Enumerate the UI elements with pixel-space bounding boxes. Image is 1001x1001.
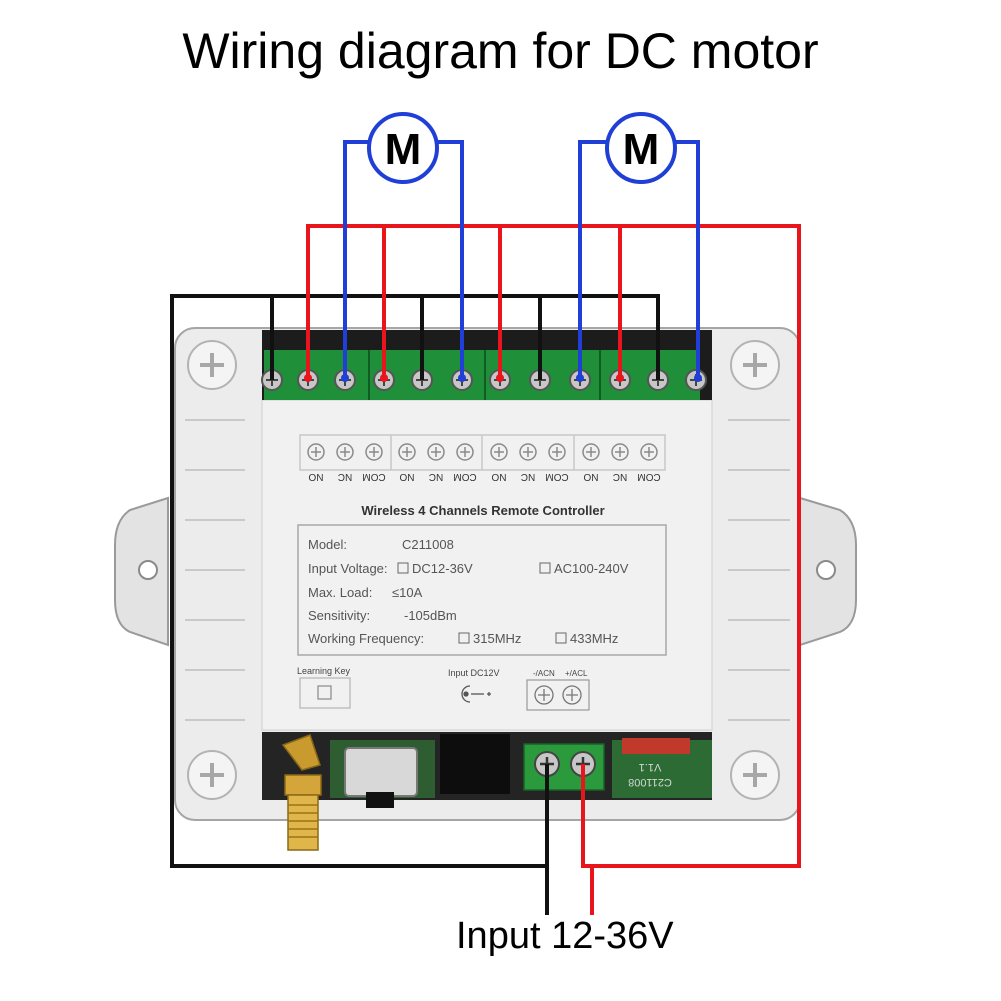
mount-hole-right	[816, 560, 836, 580]
pcb-code: C211008	[628, 776, 672, 788]
ac-terminal-box	[526, 679, 590, 711]
sensitivity-label: Sensitivity:	[308, 608, 370, 623]
printed-screw-icon	[456, 443, 474, 461]
frequency-option-433: 433MHz	[570, 631, 618, 646]
terminal-label: NC	[521, 471, 535, 482]
terminal-label: NC	[338, 471, 352, 482]
voltage-option-dc: DC12-36V	[412, 561, 473, 576]
red-wire-bus	[306, 224, 801, 868]
blue-wire-motor1-b	[434, 140, 464, 380]
terminal-label: NC	[429, 471, 443, 482]
terminal-label: NO	[491, 471, 506, 482]
terminal-label: COM	[453, 471, 476, 482]
frequency-label: Working Frequency:	[308, 631, 424, 646]
black-wire-bus	[270, 294, 660, 380]
terminal-label-dividers	[390, 435, 575, 470]
motor-2-circle	[605, 112, 677, 184]
corner-screw-br-icon	[730, 750, 780, 800]
red-wires	[306, 224, 801, 915]
voltage-checkbox-ac	[539, 562, 551, 574]
black-wire-loop	[170, 294, 547, 868]
dc-input-label: Input DC12V	[448, 668, 500, 678]
terminal-label-texts: NO NC COM NO NC COM NO NC COM NO NC COM	[308, 471, 660, 482]
spec-box	[297, 524, 667, 656]
printed-screw-icon	[398, 443, 416, 461]
frequency-checkbox-315	[458, 632, 470, 644]
relay-terminal-block	[261, 330, 712, 400]
terminal-label: NO	[399, 471, 414, 482]
terminal-block-dividers	[368, 350, 601, 400]
input-voltage-label: Input 12-36V	[456, 915, 674, 957]
terminal-label: NO	[583, 471, 598, 482]
acn-label: -/ACN	[533, 669, 555, 678]
learning-key-button	[317, 685, 332, 700]
terminal-block-body	[264, 350, 700, 400]
printed-screw-icon	[490, 443, 508, 461]
motor-1-symbol: M	[385, 125, 422, 174]
blue-wire-motor1-a	[343, 140, 372, 380]
dc-jack	[440, 734, 510, 794]
voltage-label: Input Voltage:	[308, 561, 388, 576]
voltage-checkbox-dc	[397, 562, 409, 574]
acl-label: +/ACL	[565, 669, 588, 678]
learning-key-frame	[299, 677, 351, 709]
terminal-label: NO	[308, 471, 323, 482]
voltage-option-ac: AC100-240V	[554, 561, 629, 576]
terminal-label-strip: NO NC COM NO NC COM NO NC COM NO NC COM	[299, 434, 666, 482]
printed-screw-icon	[640, 443, 658, 461]
bottom-pcb: C211008 V1.1	[262, 732, 712, 851]
blue-wires	[343, 140, 700, 380]
antenna-connector-icon	[281, 734, 322, 851]
printed-screw-icon	[307, 443, 325, 461]
printed-screw-icon	[519, 443, 537, 461]
red-wire-input	[581, 764, 594, 915]
diagram-title: Wiring diagram for DC motor	[182, 23, 819, 79]
motor-1-circle	[367, 112, 439, 184]
learning-switch	[344, 747, 418, 797]
case-rail-right	[728, 419, 790, 721]
learning-key-label: Learning Key	[297, 666, 351, 676]
corner-screw-tr-icon	[730, 340, 780, 390]
printed-screw-icon	[365, 443, 383, 461]
blue-wire-motor2-b	[672, 140, 700, 380]
printed-screw-icon	[611, 443, 629, 461]
terminal-label: COM	[362, 471, 385, 482]
red-component	[622, 738, 690, 754]
model-value: C211008	[402, 537, 454, 552]
sensitivity-value: -105dBm	[404, 608, 457, 623]
label-screw-icons	[307, 443, 658, 461]
spec-heading: Wireless 4 Channels Remote Controller	[361, 503, 604, 518]
corner-screw-tl-icon	[187, 340, 237, 390]
printed-screw-icon	[582, 443, 600, 461]
frequency-checkbox-433	[555, 632, 567, 644]
terminal-label: NC	[613, 471, 627, 482]
blue-wire-motor2-a	[578, 140, 610, 380]
printed-screw-icon	[534, 685, 554, 705]
spec-panel: Wireless 4 Channels Remote Controller Mo…	[297, 503, 667, 711]
black-wires	[170, 294, 660, 915]
printed-screw-icon	[427, 443, 445, 461]
printed-screw-icon	[336, 443, 354, 461]
model-label: Model:	[308, 537, 347, 552]
pcb-rev: V1.1	[639, 761, 662, 773]
learning-switch-cap	[366, 792, 394, 808]
case-rail-left	[185, 419, 245, 721]
load-label: Max. Load:	[308, 585, 372, 600]
mount-hole-left	[138, 560, 158, 580]
motor-2-symbol: M	[623, 125, 660, 174]
printed-screw-icon	[548, 443, 566, 461]
terminal-label: COM	[637, 471, 660, 482]
terminal-label: COM	[545, 471, 568, 482]
motor-1: M	[367, 112, 439, 184]
load-value: ≤10A	[392, 585, 423, 600]
printed-screw-icon	[562, 685, 582, 705]
wire-terminal-dots	[304, 374, 702, 382]
corner-screw-bl-icon	[187, 750, 237, 800]
motor-2: M	[605, 112, 677, 184]
frequency-option-315: 315MHz	[473, 631, 521, 646]
dc-jack-symbol-icon	[461, 685, 491, 703]
